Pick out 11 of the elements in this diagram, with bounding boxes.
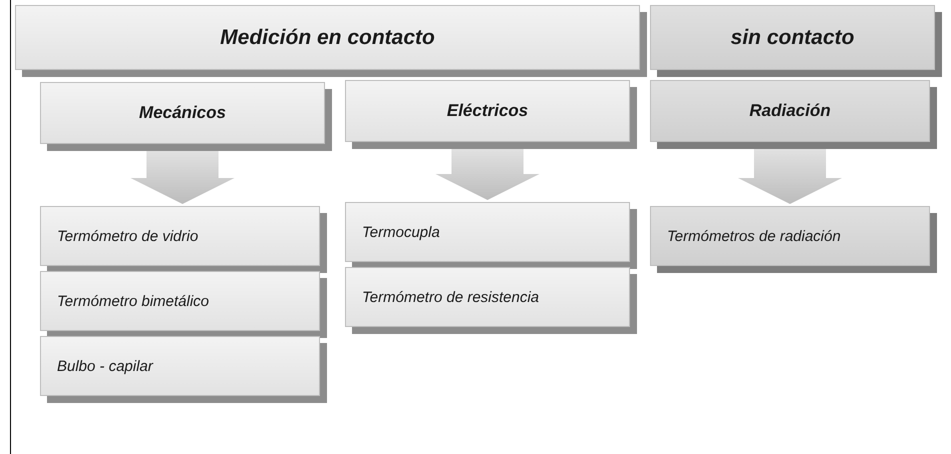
box-label: Termómetros de radiación <box>667 228 841 244</box>
box-label: sin contacto <box>730 26 854 50</box>
box-label: Termómetro de vidrio <box>57 228 198 244</box>
box-label: Termómetro de resistencia <box>362 288 540 306</box>
box-label: Mecánicos <box>139 103 226 123</box>
box-label: Termocupla <box>362 224 440 240</box>
box-label: Bulbo - capilar <box>57 358 153 374</box>
box-label: Termómetro bimetálico <box>57 292 209 310</box>
box-label: Radiación <box>749 101 831 121</box>
box-label: Eléctricos <box>446 101 528 121</box>
box-label: Medición en contacto <box>220 26 435 50</box>
